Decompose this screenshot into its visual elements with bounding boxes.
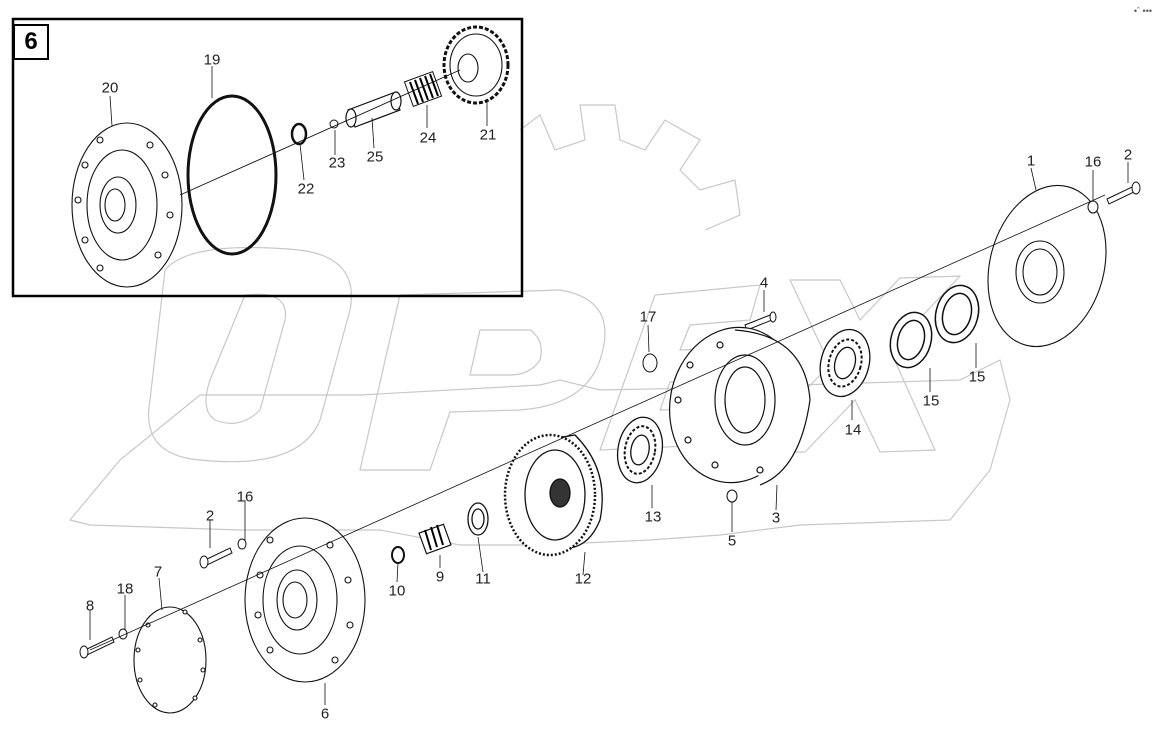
- bolt-part-8: [79, 636, 115, 659]
- disc-part-1: [987, 184, 1107, 348]
- bolt-part-2-top: [1106, 181, 1141, 205]
- hub-housing-part-3: [668, 326, 811, 486]
- snap-ring-part-22: [290, 122, 308, 146]
- ball-part-23: [329, 119, 339, 129]
- callout-5: 5: [727, 532, 737, 550]
- washer-part-16-bottom: [237, 538, 247, 550]
- washer-part-16-top: [1087, 200, 1099, 214]
- flange-part-20: [71, 122, 183, 288]
- callout-9: 9: [435, 568, 445, 586]
- inset-tag: 6: [13, 24, 49, 60]
- gear-part-21: [442, 25, 510, 105]
- callout-4: 4: [759, 274, 769, 292]
- callout-15-left: 15: [922, 392, 940, 410]
- callout-8: 8: [85, 597, 95, 615]
- corner-mark: •ˆ •••: [1133, 6, 1152, 16]
- snap-ring-part-10: [391, 546, 405, 564]
- callout-1: 1: [1026, 152, 1036, 170]
- callout-2-top: 2: [1123, 146, 1133, 164]
- seal-part-15-right: [934, 284, 980, 344]
- callout-10: 10: [388, 582, 406, 600]
- callout-16-bottom: 16: [236, 488, 254, 506]
- callout-13: 13: [644, 508, 662, 526]
- callout-2-bottom: 2: [205, 507, 215, 525]
- nut-part-11: [467, 502, 489, 536]
- inset-frame: [11, 17, 524, 298]
- callout-18: 18: [116, 580, 134, 598]
- callout-21: 21: [479, 126, 497, 144]
- callout-11: 11: [475, 570, 491, 588]
- bearing-part-14: [819, 328, 871, 398]
- pinion-part-9: [418, 523, 452, 555]
- bolt-part-2-bottom: [199, 547, 233, 569]
- cover-part-6: [244, 517, 366, 683]
- callout-17: 17: [639, 308, 657, 326]
- bearing-part-13: [616, 416, 664, 484]
- seal-part-15-left: [889, 311, 933, 369]
- callout-23: 23: [328, 154, 346, 172]
- callout-12: 12: [574, 570, 592, 588]
- inset-axis-line: [179, 69, 461, 196]
- callout-25: 25: [366, 148, 384, 166]
- leader-lines: [89, 66, 1129, 705]
- ring-gear-part-12: [503, 433, 603, 557]
- o-ring-part-19: [186, 94, 278, 256]
- nut-part-5: [726, 489, 738, 503]
- bolt-part-4: [744, 311, 777, 331]
- needle-bearing-part-24: [403, 71, 443, 107]
- callout-15-right: 15: [968, 368, 986, 386]
- callout-6: 6: [320, 705, 330, 723]
- callout-3: 3: [771, 509, 781, 527]
- callout-22: 22: [297, 180, 315, 198]
- main-axis-line: [89, 194, 1106, 651]
- callout-20: 20: [101, 79, 119, 97]
- callout-7: 7: [153, 563, 163, 581]
- callout-16-top: 16: [1084, 153, 1102, 171]
- callout-14: 14: [844, 421, 862, 439]
- callout-24: 24: [419, 129, 437, 147]
- pin-part-25: [345, 91, 402, 128]
- gasket-part-7: [133, 606, 207, 714]
- callout-19: 19: [203, 51, 221, 69]
- plug-part-17: [642, 353, 658, 373]
